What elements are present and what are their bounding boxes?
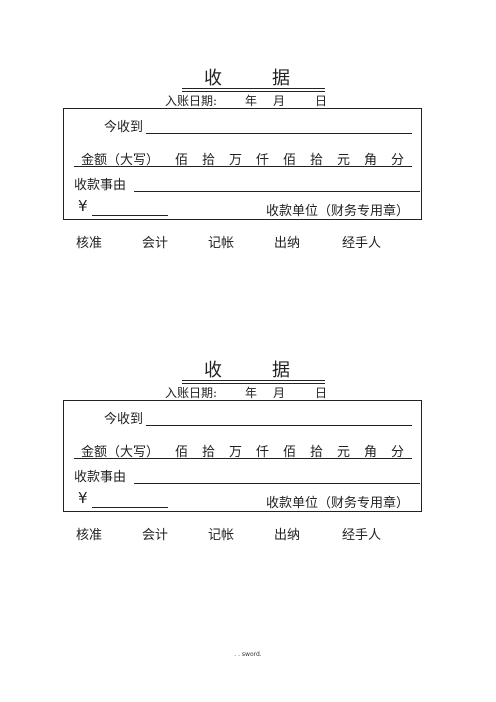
- unit-label: 佰: [175, 153, 189, 168]
- receipt-2: 收 据 入账日期: 年 月 日 今收到 金额（大写） 佰 拾 万 仟 佰 拾 元…: [0, 350, 496, 550]
- date-label: 入账日期:: [165, 386, 218, 400]
- year-label: 年: [245, 94, 258, 108]
- day-label: 日: [315, 386, 328, 400]
- unit-label: 仟: [256, 445, 270, 460]
- handler-label: 经手人: [342, 528, 382, 543]
- received-from-field[interactable]: [146, 425, 412, 426]
- received-from-label: 今收到: [104, 120, 144, 135]
- unit-label: 拾: [310, 445, 324, 460]
- received-from-label: 今收到: [104, 412, 144, 427]
- month-label: 月: [273, 94, 286, 108]
- bookkeeper-label: 记帐: [208, 528, 235, 543]
- approver-label: 核准: [76, 236, 103, 251]
- accountant-label: 会计: [142, 528, 169, 543]
- accountant-label: 会计: [142, 236, 169, 251]
- page-footer: . . sword.: [234, 651, 262, 658]
- unit-label: 万: [229, 445, 243, 460]
- currency-symbol: ¥: [78, 489, 88, 507]
- reason-field[interactable]: [134, 483, 420, 484]
- amount-label: 金额（大写）: [81, 153, 160, 168]
- unit-label: 仟: [256, 153, 270, 168]
- unit-label: 分: [391, 445, 405, 460]
- day-label: 日: [315, 94, 328, 108]
- bookkeeper-label: 记帐: [208, 236, 235, 251]
- receipt-title: 收 据: [204, 360, 290, 381]
- reason-label: 收款事由: [74, 470, 127, 485]
- handler-label: 经手人: [342, 236, 382, 251]
- month-label: 月: [273, 386, 286, 400]
- receipt-body: 今收到 金额（大写） 佰 拾 万 仟 佰 拾 元 角 分 收款事由 ¥ 收款单位…: [63, 400, 422, 512]
- receipt-1: 收 据 入账日期: 年 月 日 今收到 金额（大写） 佰 拾 万 仟 佰 拾 元…: [0, 58, 496, 258]
- unit-label: 佰: [283, 445, 297, 460]
- unit-label: 佰: [283, 153, 297, 168]
- unit-label: 分: [391, 153, 405, 168]
- reason-label: 收款事由: [74, 178, 127, 193]
- unit-label: 拾: [310, 153, 324, 168]
- approver-label: 核准: [76, 528, 103, 543]
- receipt-body: 今收到 金额（大写） 佰 拾 万 仟 佰 拾 元 角 分 收款事由 ¥ 收款单位…: [63, 108, 422, 220]
- unit-label: 拾: [202, 153, 216, 168]
- title-underline: [182, 383, 325, 384]
- title-underline: [182, 91, 325, 92]
- unit-label: 角: [364, 153, 378, 168]
- received-from-field[interactable]: [146, 133, 412, 134]
- unit-label: 元: [337, 445, 351, 460]
- date-label: 入账日期:: [165, 94, 218, 108]
- amount-figures-field[interactable]: [92, 215, 168, 216]
- unit-label: 角: [364, 445, 378, 460]
- unit-label: 元: [337, 153, 351, 168]
- receipt-title: 收 据: [204, 68, 290, 89]
- unit-label: 拾: [202, 445, 216, 460]
- payee-seal-label: 收款单位（财务专用章）: [266, 204, 410, 219]
- payee-seal-label: 收款单位（财务专用章）: [266, 496, 410, 511]
- currency-symbol: ¥: [78, 197, 88, 215]
- amount-label: 金额（大写）: [81, 445, 160, 460]
- unit-label: 佰: [175, 445, 189, 460]
- amount-figures-field[interactable]: [92, 507, 168, 508]
- amount-field[interactable]: [74, 458, 412, 459]
- title-underline: [182, 88, 325, 89]
- unit-label: 万: [229, 153, 243, 168]
- reason-field[interactable]: [134, 191, 420, 192]
- title-underline: [182, 380, 325, 381]
- cashier-label: 出纳: [274, 236, 301, 251]
- cashier-label: 出纳: [274, 528, 301, 543]
- amount-field[interactable]: [74, 166, 412, 167]
- year-label: 年: [245, 386, 258, 400]
